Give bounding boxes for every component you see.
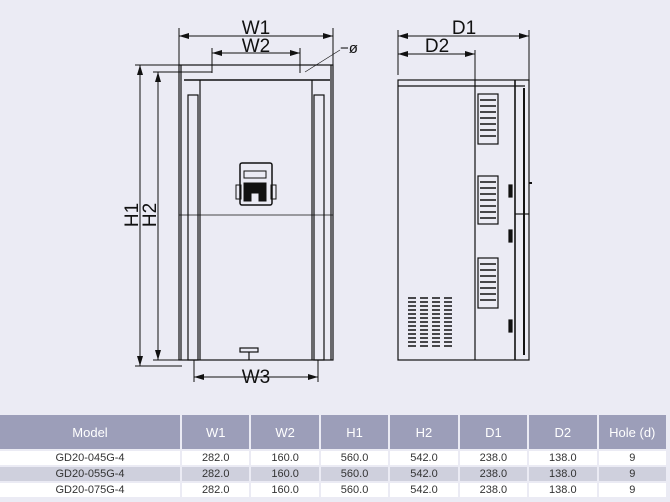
column-header: H1 xyxy=(320,415,389,449)
w2-dimension xyxy=(211,48,301,73)
cell: 160.0 xyxy=(251,467,319,481)
cell: 138.0 xyxy=(529,483,597,497)
d1-label: D1 xyxy=(452,18,476,39)
cell: 282.0 xyxy=(182,483,250,497)
cell: 542.0 xyxy=(390,467,458,481)
column-header: Hole (d) xyxy=(598,415,666,449)
w2-label: W2 xyxy=(242,36,271,57)
cell: GD20-055G-4 xyxy=(0,467,180,481)
keypad xyxy=(235,162,277,206)
cell: 282.0 xyxy=(182,451,250,465)
cell: 9 xyxy=(598,483,666,497)
cell: 282.0 xyxy=(182,467,250,481)
column-header: H2 xyxy=(390,415,458,449)
cell: GD20-045G-4 xyxy=(0,451,180,465)
cell: 9 xyxy=(598,451,666,465)
side-view xyxy=(397,79,532,361)
table-row: GD20-075G-4 282.0 160.0 560.0 542.0 238.… xyxy=(0,483,666,497)
hole-label: −ø xyxy=(340,40,358,57)
h1-dimension xyxy=(135,64,182,367)
cell: 560.0 xyxy=(320,483,389,497)
front-view xyxy=(178,64,334,361)
column-header: Model xyxy=(0,415,180,449)
w3-dimension xyxy=(193,360,319,382)
table-row: GD20-045G-4 282.0 160.0 560.0 542.0 238.… xyxy=(0,451,666,465)
column-header: W2 xyxy=(251,415,319,449)
h2-label: H2 xyxy=(140,203,161,227)
cell: 160.0 xyxy=(251,483,319,497)
dimension-drawing: W1 W2 −ø H1 H2 W3 D1 D2 xyxy=(122,18,532,388)
cell: 238.0 xyxy=(459,451,528,465)
cell: GD20-075G-4 xyxy=(0,483,180,497)
w1-label: W1 xyxy=(242,18,271,39)
column-header: D2 xyxy=(529,415,597,449)
cell: 542.0 xyxy=(390,483,458,497)
table-row: GD20-055G-4 282.0 160.0 560.0 542.0 238.… xyxy=(0,467,666,481)
column-header: D1 xyxy=(459,415,528,449)
cell: 9 xyxy=(598,467,666,481)
cell: 560.0 xyxy=(320,467,389,481)
cell: 138.0 xyxy=(529,467,597,481)
h1-label: H1 xyxy=(122,203,143,227)
w3-label: W3 xyxy=(242,367,271,388)
cell: 160.0 xyxy=(251,451,319,465)
cell: 542.0 xyxy=(390,451,458,465)
cell: 560.0 xyxy=(320,451,389,465)
cell: 138.0 xyxy=(529,451,597,465)
h2-dimension xyxy=(153,71,212,361)
table-header-row: Model W1 W2 H1 H2 D1 D2 Hole (d) xyxy=(0,415,666,449)
cell: 238.0 xyxy=(459,483,528,497)
dimension-table: Model W1 W2 H1 H2 D1 D2 Hole (d) GD20-04… xyxy=(0,413,668,499)
cell: 238.0 xyxy=(459,467,528,481)
d2-label: D2 xyxy=(425,36,449,57)
column-header: W1 xyxy=(182,415,250,449)
d2-dimension xyxy=(398,50,476,80)
w1-dimension xyxy=(178,28,334,70)
